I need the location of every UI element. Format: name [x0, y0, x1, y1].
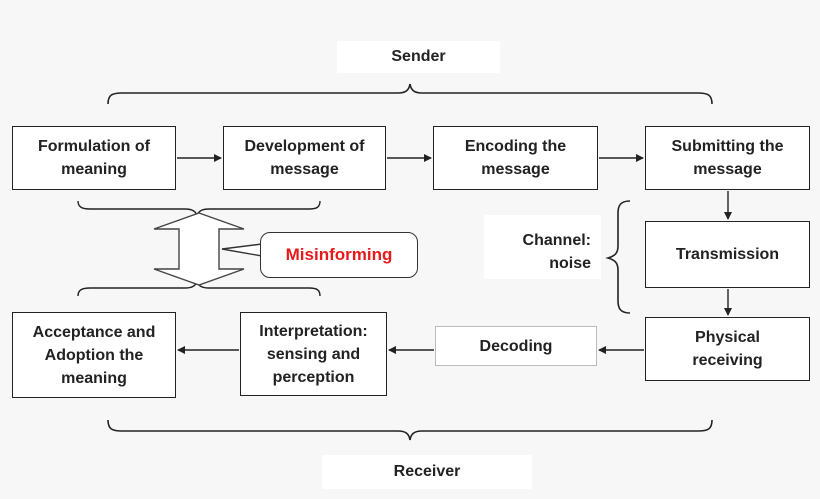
receiver-brace: [107, 419, 713, 441]
transmission-box: Transmission: [645, 221, 810, 288]
misinforming-callout-tail: [221, 243, 263, 257]
interpretation-box: Interpretation: sensing and perception: [240, 312, 387, 396]
channel-brace: [605, 200, 631, 314]
double-arrow: [153, 212, 245, 286]
acceptance-and-adoption-box: Acceptance and Adoption the meaning: [12, 312, 176, 398]
sender-brace: [107, 83, 713, 105]
physical-receiving-box: Physical receiving: [645, 317, 810, 381]
channel-noise-label: Channel: noise: [484, 215, 601, 279]
formulation-of-meaning-box: Formulation of meaning: [12, 126, 176, 190]
receiver-label: Receiver: [322, 455, 532, 489]
encoding-the-message-box: Encoding the message: [433, 126, 598, 190]
sender-label: Sender: [337, 41, 500, 73]
misinforming-callout: Misinforming: [260, 232, 418, 278]
decoding-box: Decoding: [435, 326, 597, 366]
submitting-the-message-box: Submitting the message: [645, 126, 810, 190]
development-of-message-box: Development of message: [223, 126, 386, 190]
